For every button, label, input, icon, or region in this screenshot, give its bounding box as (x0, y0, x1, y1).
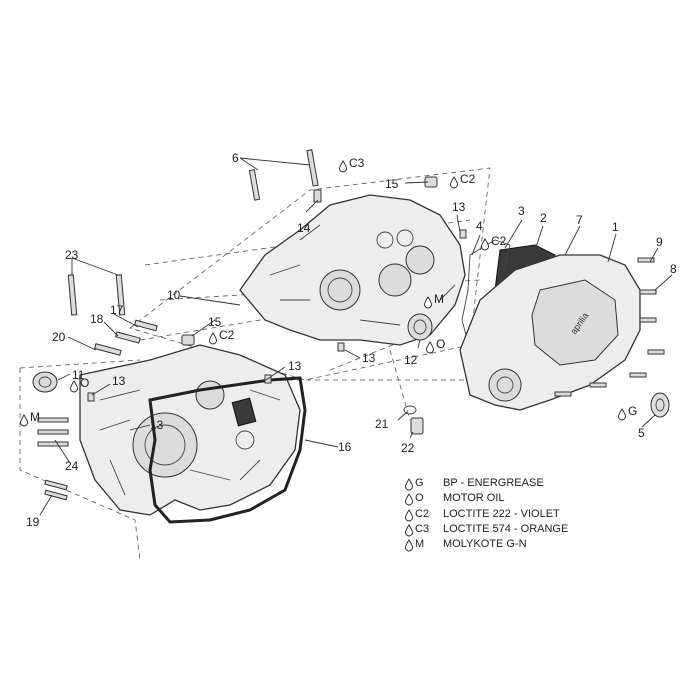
svg-text:M: M (30, 410, 40, 424)
studs-23 (67, 274, 126, 316)
callout-16: 16 (338, 440, 352, 454)
marker-c2-right: C2 (481, 234, 507, 251)
cover-screws-8 (554, 257, 665, 397)
marker-o-left: O (70, 376, 89, 393)
callout-11: 11 (72, 368, 85, 382)
marker-g-right: G (618, 404, 637, 421)
bolts-24 (37, 417, 69, 447)
callout-15-top: 15 (385, 177, 399, 191)
callout-3: 3 (518, 204, 525, 218)
callout-22: 22 (401, 441, 415, 455)
callout-17: 17 (110, 303, 124, 317)
seal-11 (32, 371, 58, 393)
lubricant-markers: C3 C2 C2 M O C2 O M (20, 156, 637, 427)
callout-6: 6 (232, 151, 239, 165)
callout-9: 9 (656, 235, 663, 249)
callout-4: 4 (476, 219, 483, 233)
svg-text:C2: C2 (491, 234, 507, 248)
lubricant-legend: G BP - ENERGREASE O MOTOR OIL C2 LOCTITE… (405, 477, 568, 552)
dowel-14 (313, 189, 322, 203)
svg-text:M: M (434, 292, 444, 306)
legend-row-o: O MOTOR OIL (405, 492, 505, 506)
legend-code: G (415, 477, 424, 489)
callout-numbers: 6 23 10 17 18 20 11 13 13 24 19 15 13 13… (26, 151, 677, 529)
callout-23: 23 (65, 248, 79, 262)
svg-text:O: O (436, 337, 445, 351)
gasket-16 (148, 376, 307, 524)
callout-13-c: 13 (288, 359, 302, 373)
callout-13-b: 13 (150, 418, 164, 432)
legend-text: LOCTITE 574 - ORANGE (443, 523, 568, 535)
svg-text:G: G (628, 404, 637, 418)
screws-left (94, 319, 158, 356)
oil-seal-5 (650, 392, 670, 418)
callout-14: 14 (297, 221, 311, 235)
leader-lines (39, 157, 673, 516)
callout-8: 8 (670, 262, 677, 276)
legend-row-c2: C2 LOCTITE 222 - VIOLET (405, 508, 560, 522)
callout-5: 5 (638, 426, 645, 440)
washer-21 (403, 405, 417, 415)
callout-2: 2 (540, 211, 547, 225)
callout-12: 12 (404, 353, 418, 367)
legend-code: O (415, 492, 424, 504)
marker-o-middle: O (426, 337, 445, 354)
callout-18: 18 (90, 312, 104, 326)
legend-text: MOLYKOTE G-N (443, 538, 527, 550)
legend-row-g: G BP - ENERGREASE (405, 477, 544, 491)
legend-text: MOTOR OIL (443, 492, 505, 504)
marker-m-middle: M (424, 292, 444, 309)
seal-12 (407, 313, 433, 341)
legend-row-c3: C3 LOCTITE 574 - ORANGE (405, 523, 568, 537)
marker-c2-left: C2 (209, 328, 235, 345)
callout-24: 24 (65, 459, 79, 473)
marker-c3-top: C3 (339, 156, 365, 173)
callout-15-left: 15 (208, 315, 222, 329)
plug-15-left (181, 334, 195, 346)
middle-crankcase-half (239, 194, 466, 346)
legend-text: LOCTITE 222 - VIOLET (443, 508, 560, 520)
callout-10: 10 (167, 288, 181, 302)
svg-text:C3: C3 (349, 156, 365, 170)
legend-code: C2 (415, 508, 429, 520)
svg-text:C2: C2 (219, 328, 235, 342)
callout-19: 19 (26, 515, 40, 529)
svg-text:O: O (80, 376, 89, 390)
drain-plug-22 (410, 417, 424, 435)
callout-13-e: 13 (452, 200, 466, 214)
callout-20: 20 (52, 330, 66, 344)
bolts-19 (44, 479, 68, 501)
left-crankcase-half (79, 344, 301, 516)
legend-row-m: M MOLYKOTE G-N (405, 538, 527, 552)
legend-code: C3 (415, 523, 429, 535)
callout-13-a: 13 (112, 374, 126, 388)
callout-7: 7 (576, 213, 583, 227)
svg-text:C2: C2 (460, 172, 476, 186)
studs-6 (248, 149, 319, 201)
callout-1: 1 (612, 220, 619, 234)
callout-13-d: 13 (362, 351, 376, 365)
right-clutch-cover: aprilia (459, 254, 641, 411)
callout-21: 21 (375, 417, 389, 431)
legend-code: M (415, 538, 424, 550)
marker-c2-top: C2 (450, 172, 476, 189)
marker-m-left: M (20, 410, 40, 427)
legend-text: BP - ENERGREASE (443, 477, 544, 489)
